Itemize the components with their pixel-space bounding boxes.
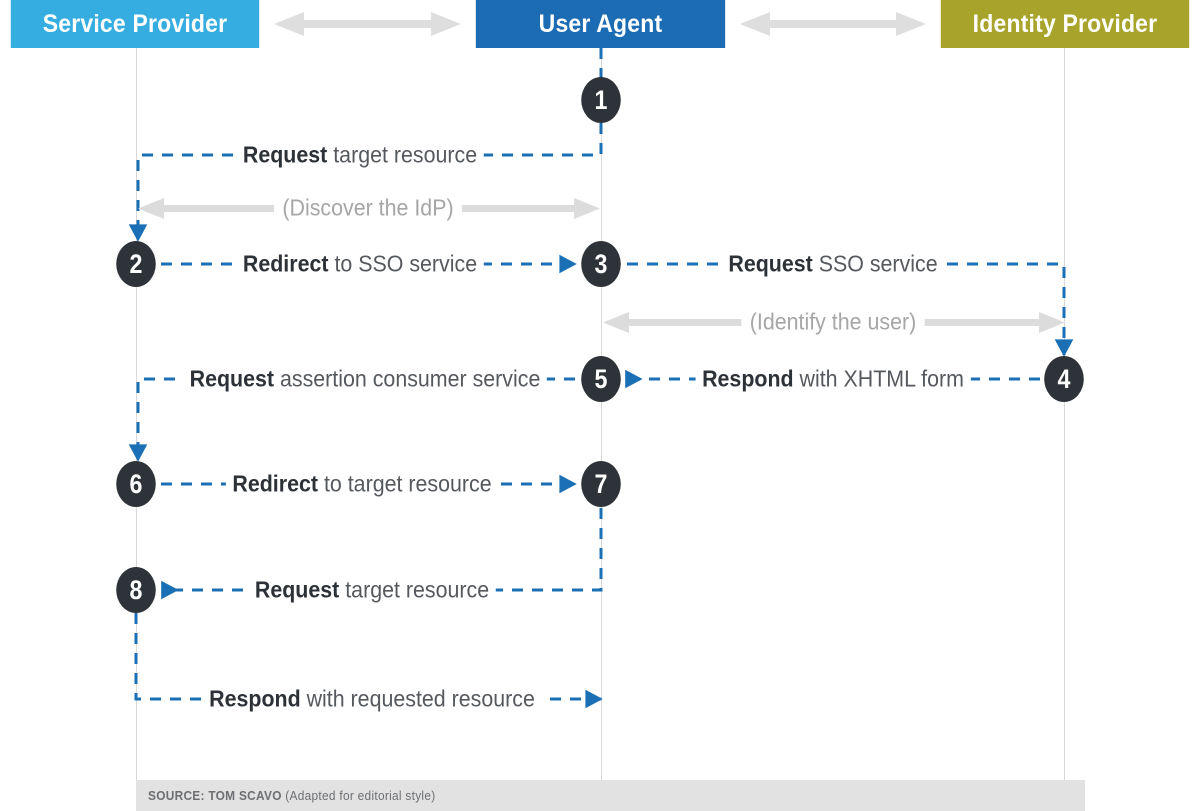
message-label-6: Redirect to target resource xyxy=(225,470,499,497)
actor-label-service-provider: Service Provider xyxy=(42,9,228,38)
message-label-5: Request assertion consumer service xyxy=(183,365,547,392)
step-badge-6[interactable]: 6 xyxy=(116,461,156,507)
message-lead-8: Respond xyxy=(209,685,301,712)
message-label-7: Request target resource xyxy=(248,576,496,603)
message-lead-1: Request xyxy=(242,141,328,168)
message-label-4: Respond with XHTML form xyxy=(695,365,971,392)
actor-label-user-agent: User Agent xyxy=(538,9,663,38)
message-lead-3: Request xyxy=(728,250,813,277)
double-arrow-icon-ua-idp xyxy=(740,12,926,36)
step-badge-5[interactable]: 5 xyxy=(581,356,621,402)
message-lead-4: Respond xyxy=(702,365,794,392)
double-arrow-icon-sp-ua xyxy=(274,12,461,36)
step-badge-8[interactable]: 8 xyxy=(116,567,156,613)
actor-header-user-agent: User Agent xyxy=(475,0,726,48)
message-rest-2: to SSO service xyxy=(328,250,478,277)
source-band: SOURCE: TOM SCAVO (Adapted for editorial… xyxy=(136,780,1085,811)
message-lead-6: Redirect xyxy=(232,470,319,497)
actor-label-identity-provider: Identity Provider xyxy=(972,9,1158,38)
step-badge-4[interactable]: 4 xyxy=(1044,356,1084,402)
message-lead-5: Request xyxy=(189,365,275,392)
note-identify-the-user: (Identify the user) xyxy=(741,309,925,335)
step-badge-7[interactable]: 7 xyxy=(581,461,621,507)
source-credit: SOURCE: TOM SCAVO (Adapted for editorial… xyxy=(148,789,435,803)
message-rest-8: with requested resource xyxy=(300,685,535,712)
message-label-1: Request target resource xyxy=(236,141,484,168)
source-credit-detail: (Adapted for editorial style) xyxy=(281,789,436,803)
message-label-8: Respond with requested resource xyxy=(202,685,542,712)
lifeline-service-provider xyxy=(136,48,137,780)
step-badge-1[interactable]: 1 xyxy=(581,77,621,123)
source-credit-key: SOURCE: TOM SCAVO xyxy=(148,789,282,803)
message-lead-7: Request xyxy=(254,576,340,603)
message-rest-3: SSO service xyxy=(812,250,938,277)
message-lead-2: Redirect xyxy=(242,250,329,277)
message-rest-4: with XHTML form xyxy=(793,365,964,392)
message-label-2: Redirect to SSO service xyxy=(236,250,484,277)
lifeline-identity-provider xyxy=(1064,48,1065,780)
step-badge-2[interactable]: 2 xyxy=(116,241,156,287)
message-rest-7: target resource xyxy=(339,576,490,603)
actor-header-service-provider: Service Provider xyxy=(10,0,260,48)
actor-header-identity-provider: Identity Provider xyxy=(940,0,1190,48)
note-discover-the-idp: (Discover the IdP) xyxy=(274,195,462,221)
step-badge-3[interactable]: 3 xyxy=(581,241,621,287)
lifeline-user-agent xyxy=(601,48,602,780)
message-label-3: Request SSO service xyxy=(721,250,945,277)
message-rest-5: assertion consumer service xyxy=(274,365,541,392)
message-rest-1: target resource xyxy=(327,141,478,168)
message-rest-6: to target resource xyxy=(318,470,492,497)
